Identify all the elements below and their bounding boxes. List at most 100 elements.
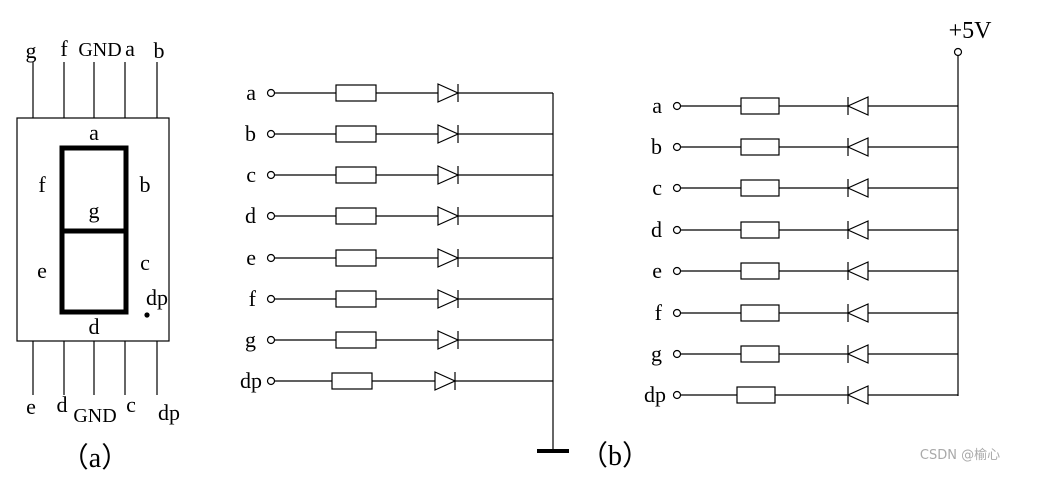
circuit-row: c bbox=[246, 162, 553, 187]
resistor bbox=[740, 138, 780, 156]
row-label: dp bbox=[240, 368, 262, 393]
resistor bbox=[335, 166, 377, 184]
circuit-row: f bbox=[249, 286, 553, 311]
diode bbox=[846, 344, 869, 364]
row-label: b bbox=[245, 121, 256, 146]
resistor bbox=[335, 84, 377, 102]
segment-dp-label: dp bbox=[146, 285, 168, 310]
circuit-row: f bbox=[655, 300, 958, 325]
row-label: g bbox=[651, 341, 662, 366]
row-label: e bbox=[652, 258, 662, 283]
resistor bbox=[740, 221, 780, 239]
input-terminal bbox=[672, 308, 682, 318]
diode bbox=[846, 137, 869, 157]
segment-d-label: d bbox=[89, 314, 100, 339]
top-pin-label: a bbox=[125, 36, 135, 61]
diode bbox=[846, 303, 869, 323]
segment-c-label: c bbox=[140, 250, 150, 275]
circuit-row: b bbox=[651, 134, 958, 159]
circuit-row: dp bbox=[240, 368, 553, 393]
resistor bbox=[740, 262, 780, 280]
bottom-pin-label: d bbox=[57, 392, 68, 417]
diode bbox=[437, 248, 460, 268]
circuit-row: g bbox=[245, 327, 553, 352]
row-label: d bbox=[651, 217, 662, 242]
input-terminal bbox=[672, 266, 682, 276]
segment-f-label: f bbox=[38, 172, 46, 197]
resistor bbox=[331, 372, 373, 390]
circuit-row: dp bbox=[644, 382, 958, 407]
input-terminal bbox=[266, 129, 276, 139]
row-label: a bbox=[652, 93, 662, 118]
power-label: +5V bbox=[949, 18, 993, 44]
circuit-row: b bbox=[245, 121, 553, 146]
row-label: e bbox=[246, 245, 256, 270]
input-terminal bbox=[266, 294, 276, 304]
input-terminal bbox=[672, 183, 682, 193]
segment-g-label: g bbox=[89, 198, 100, 223]
circuit-row: c bbox=[652, 175, 958, 200]
diode bbox=[437, 206, 460, 226]
circuit-row: d bbox=[651, 217, 958, 242]
segment-dp-dot bbox=[144, 312, 150, 318]
resistor bbox=[740, 304, 780, 322]
circuit-row: e bbox=[652, 258, 958, 283]
resistor bbox=[335, 290, 377, 308]
bottom-pin-label: c bbox=[126, 392, 136, 417]
segment-e-label: e bbox=[37, 258, 47, 283]
input-terminal bbox=[672, 390, 682, 400]
diode bbox=[846, 261, 869, 281]
diode bbox=[437, 83, 460, 103]
diode bbox=[434, 371, 457, 391]
circuit-row: a bbox=[246, 80, 553, 105]
row-label: c bbox=[246, 162, 256, 187]
diode bbox=[437, 165, 460, 185]
input-terminal bbox=[672, 349, 682, 359]
resistor bbox=[335, 125, 377, 143]
bottom-pin-label: dp bbox=[158, 400, 180, 425]
row-label: a bbox=[246, 80, 256, 105]
input-terminal bbox=[672, 142, 682, 152]
resistor bbox=[736, 386, 776, 404]
row-label: b bbox=[651, 134, 662, 159]
input-terminal bbox=[266, 253, 276, 263]
diode bbox=[846, 220, 869, 240]
top-pin-label: g bbox=[26, 38, 37, 63]
circuit-row: e bbox=[246, 245, 553, 270]
diode bbox=[846, 385, 869, 405]
diode bbox=[437, 289, 460, 309]
resistor bbox=[335, 331, 377, 349]
caption-a: （a） bbox=[61, 442, 129, 474]
input-terminal bbox=[672, 225, 682, 235]
input-terminal bbox=[266, 211, 276, 221]
row-label: d bbox=[245, 203, 256, 228]
caption-b: （b） bbox=[580, 440, 650, 472]
input-terminal bbox=[266, 335, 276, 345]
bottom-pin-label: GND bbox=[73, 405, 116, 427]
input-terminal bbox=[266, 88, 276, 98]
segment-b-label: b bbox=[140, 172, 151, 197]
display-body bbox=[16, 117, 170, 342]
vcc-terminal bbox=[953, 47, 963, 57]
circuit-row: d bbox=[245, 203, 553, 228]
row-label: c bbox=[652, 175, 662, 200]
resistor bbox=[335, 249, 377, 267]
row-label: g bbox=[245, 327, 256, 352]
resistor bbox=[335, 207, 377, 225]
panel-a-seven-segment: g f GND a b e d GND c dp a bbox=[16, 36, 180, 474]
circuit-row: a bbox=[652, 93, 958, 118]
watermark: CSDN @榆心 bbox=[920, 448, 1000, 463]
top-pin-label: GND bbox=[78, 39, 121, 61]
input-terminal bbox=[266, 170, 276, 180]
diode bbox=[437, 330, 460, 350]
input-terminal bbox=[672, 101, 682, 111]
diode bbox=[437, 124, 460, 144]
resistor bbox=[740, 97, 780, 115]
resistor bbox=[740, 345, 780, 363]
diode bbox=[846, 178, 869, 198]
row-label: f bbox=[249, 286, 257, 311]
